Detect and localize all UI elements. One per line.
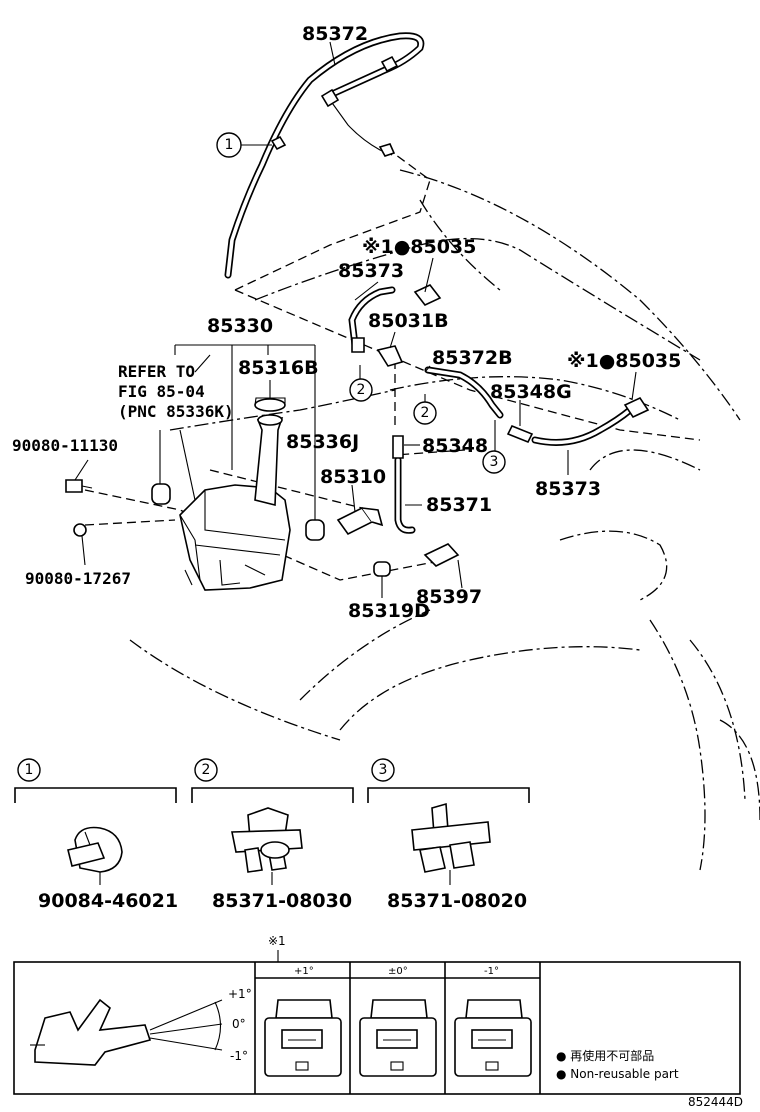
label-85373-bottom: 85373 — [535, 478, 601, 500]
label-85372b: 85372B — [432, 347, 513, 369]
label-refer-line3: (PNC 85336K) — [118, 402, 234, 421]
washer-tank-85330 — [179, 397, 291, 591]
label-85348g: 85348G — [490, 381, 572, 403]
label-90080-11130: 90080-11130 — [12, 436, 118, 455]
nozzle-view-plus1 — [264, 999, 342, 1077]
label-85330: 85330 — [207, 315, 273, 337]
hose-85372 — [224, 32, 425, 279]
detail-panels: 1 2 3 90084-46021 85371-08030 — [14, 758, 530, 912]
label-85397: 85397 — [416, 586, 482, 608]
callout-2b: 2 — [421, 405, 430, 421]
label-85035-top: ※1●85035 — [362, 236, 476, 258]
label-85035-right: ※1●85035 — [567, 350, 681, 372]
nozzle-spray-sketch — [30, 998, 223, 1066]
label-refer-line2: FIG 85-04 — [118, 382, 205, 401]
legend-english: ● Non-reusable part — [556, 1067, 679, 1081]
label-85319d: 85319D — [348, 600, 430, 622]
label-refer-line1: REFER TO — [118, 362, 195, 381]
scale-0: 0° — [232, 1017, 246, 1031]
callout-2a: 2 — [357, 382, 366, 398]
clip-85371-08020 — [411, 802, 491, 885]
angle-header-minus1: -1° — [484, 966, 499, 977]
clip-90084-46021 — [67, 826, 123, 885]
angle-adjustment-box: ※1 +1° ±0° -1° +1° 0° -1° — [13, 934, 741, 1095]
leader-lines — [74, 41, 637, 598]
label-85373-top: 85373 — [338, 260, 404, 282]
label-85371-08020: 85371-08020 — [387, 890, 527, 912]
nozzle-view-minus1 — [454, 999, 532, 1077]
label-85371: 85371 — [426, 494, 492, 516]
scale-plus1: +1° — [228, 987, 252, 1001]
nozzle-view-0 — [359, 999, 437, 1077]
small-parts — [65, 284, 650, 577]
legend-japanese: ● 再使用不可部品 — [556, 1048, 654, 1063]
label-90084-46021: 90084-46021 — [38, 890, 178, 912]
vehicle-body-outline — [84, 151, 760, 871]
label-85371-08030: 85371-08030 — [212, 890, 352, 912]
label-90080-17267: 90080-17267 — [25, 569, 131, 588]
callout-circles: 1 2 2 3 — [216, 132, 506, 474]
note-mark: ※1 — [268, 934, 286, 948]
label-85336j: 85336J — [286, 431, 359, 453]
scale-minus1: -1° — [230, 1049, 248, 1063]
label-85031b: 85031B — [368, 310, 449, 332]
label-85348: 85348 — [422, 435, 488, 457]
label-85372: 85372 — [302, 23, 368, 45]
clip-85371-08030 — [231, 807, 303, 885]
figure-id: 852444D — [688, 1095, 743, 1109]
callout-1: 1 — [225, 137, 234, 153]
detail-1-callout: 1 — [25, 762, 34, 778]
angle-header-0: ±0° — [388, 966, 408, 977]
label-85310: 85310 — [320, 466, 386, 488]
callout-3: 3 — [490, 454, 499, 470]
detail-2-callout: 2 — [202, 762, 211, 778]
angle-header-plus1: +1° — [294, 966, 314, 977]
detail-3-callout: 3 — [379, 762, 388, 778]
label-85316b: 85316B — [238, 357, 319, 379]
part-labels: 85372 ※1●85035 85373 85031B 85330 REFER … — [12, 23, 681, 622]
